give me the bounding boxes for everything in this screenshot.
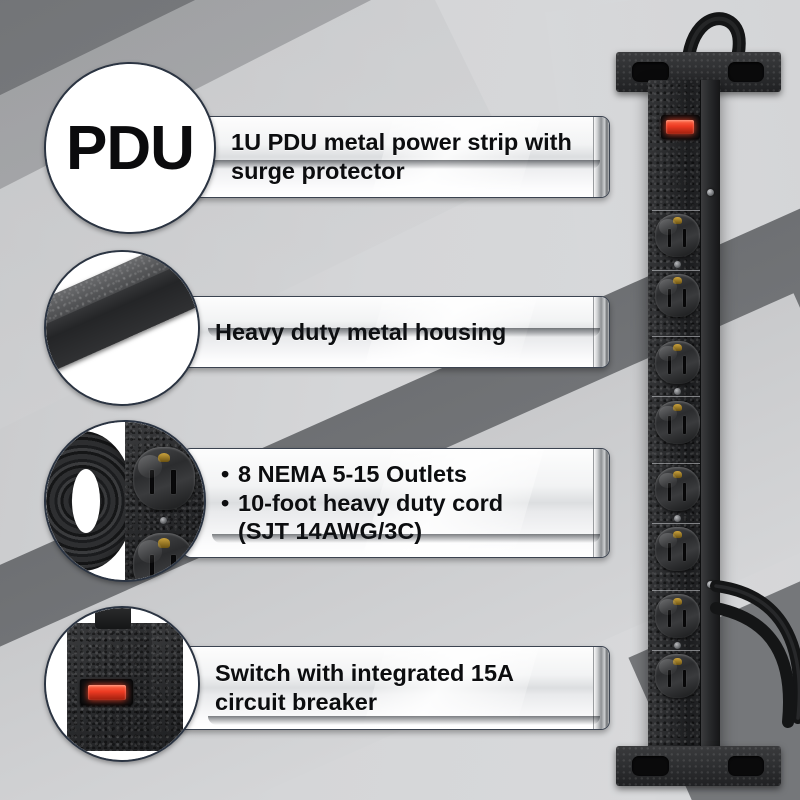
feature-label-shadow — [210, 160, 600, 169]
label-chrome-endcap — [593, 647, 609, 729]
bullet-text: 8 NEMA 5-15 Outlets — [238, 461, 467, 488]
cord-coil-and-outlet-photo — [44, 420, 206, 582]
nema-outlet-face — [132, 447, 195, 511]
feature-row-outlets-cord: • 8 NEMA 5-15 Outlets • 10-foot heavy du… — [44, 420, 610, 582]
cord-coil — [46, 422, 129, 580]
cord-connector — [94, 608, 132, 630]
feature-label-shadow — [212, 534, 600, 543]
bracket-slot — [632, 756, 669, 776]
switch-housing — [67, 623, 162, 751]
nema-outlet-face — [132, 532, 195, 580]
pdu-power-strip — [615, 12, 800, 786]
pdu-badge-label: PDU — [66, 113, 195, 183]
outlet-6[interactable] — [655, 527, 700, 572]
feature-label-shadow — [208, 328, 600, 337]
power-switch-lamp — [666, 120, 695, 134]
pdu-badge-circle: PDU — [44, 62, 216, 234]
feature-text-switch-breaker: Switch with integrated 15A circuit break… — [177, 659, 540, 716]
duplex-screw — [673, 515, 681, 523]
bracket-slot — [728, 62, 765, 82]
duplex-screw — [673, 261, 681, 269]
feature-text-line: circuit breaker — [215, 689, 377, 715]
bullet-text: 10-foot heavy duty cord — [238, 489, 504, 516]
bracket-slot — [632, 62, 669, 82]
rocker-switch — [80, 679, 134, 705]
bullet-dot: • — [221, 489, 230, 516]
outlet-5[interactable] — [655, 467, 700, 512]
outlet-8[interactable] — [655, 654, 700, 698]
feature-text-line: Switch with integrated 15A — [215, 660, 515, 687]
label-chrome-endcap — [593, 449, 609, 557]
outlet-closeup — [125, 422, 204, 580]
feature-row-surge-protector: PDU 1U PDU metal power strip with surge … — [44, 62, 610, 234]
bracket-slot — [728, 756, 765, 776]
switch-housing-side — [152, 623, 183, 751]
label-chrome-endcap — [593, 117, 609, 197]
outlet-3[interactable] — [655, 340, 700, 385]
outlet-2[interactable] — [655, 273, 700, 318]
side-screw — [707, 189, 714, 197]
feature-text-surge-protector: 1U PDU metal power strip with surge prot… — [193, 128, 598, 185]
feature-row-metal-housing: Heavy duty metal housing — [44, 250, 610, 406]
duplex-screw — [673, 388, 681, 396]
feature-label-shadow — [208, 716, 600, 725]
outlet-1[interactable] — [655, 213, 700, 258]
feature-label-surge-protector: 1U PDU metal power strip with surge prot… — [192, 116, 610, 198]
rocker-switch-photo — [44, 606, 200, 762]
metal-housing-photo — [44, 250, 200, 406]
duplex-screw — [673, 641, 681, 649]
outlet-7[interactable] — [655, 594, 700, 638]
mounting-bracket-bottom — [615, 746, 781, 786]
housing-band — [46, 252, 198, 384]
bullet-dot: • — [221, 461, 230, 488]
rocker-switch-lamp — [87, 684, 126, 700]
outlet-4[interactable] — [655, 400, 700, 445]
bullet-item: • 8 NEMA 5-15 Outlets — [221, 460, 503, 489]
power-cord-exit — [710, 580, 800, 728]
power-rocker-switch[interactable] — [660, 115, 700, 139]
feature-text-line: 1U PDU metal power strip with — [231, 129, 572, 156]
feature-row-switch-breaker: Switch with integrated 15A circuit break… — [44, 606, 610, 762]
